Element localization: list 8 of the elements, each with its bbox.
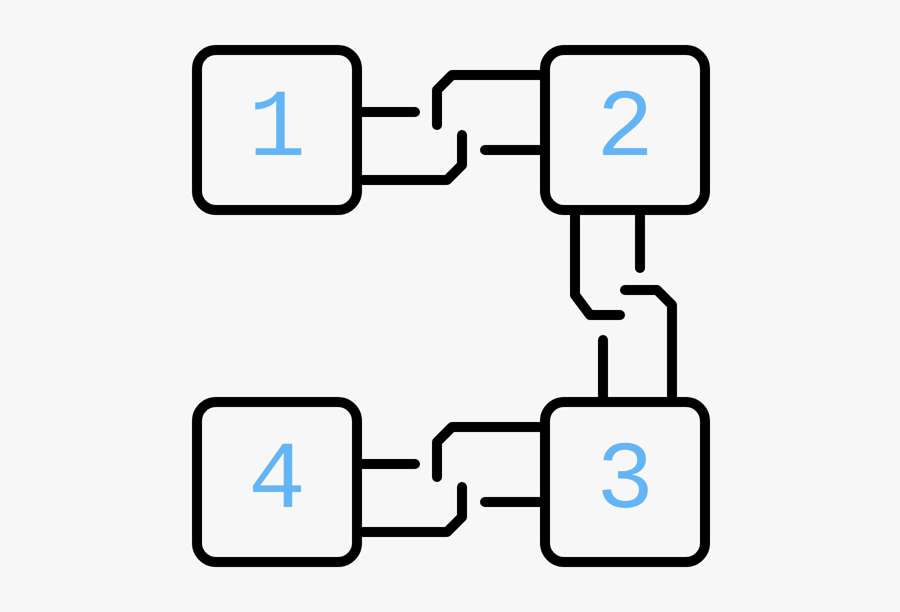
box-number: 1: [248, 82, 306, 178]
box-number: 2: [596, 82, 654, 178]
numbered-box: [192, 45, 362, 215]
box-number: 3: [596, 434, 654, 530]
numbered-box: [192, 397, 362, 567]
box-number: 4: [248, 434, 306, 530]
numbered-box: [540, 397, 710, 567]
numbered-box: [540, 45, 710, 215]
